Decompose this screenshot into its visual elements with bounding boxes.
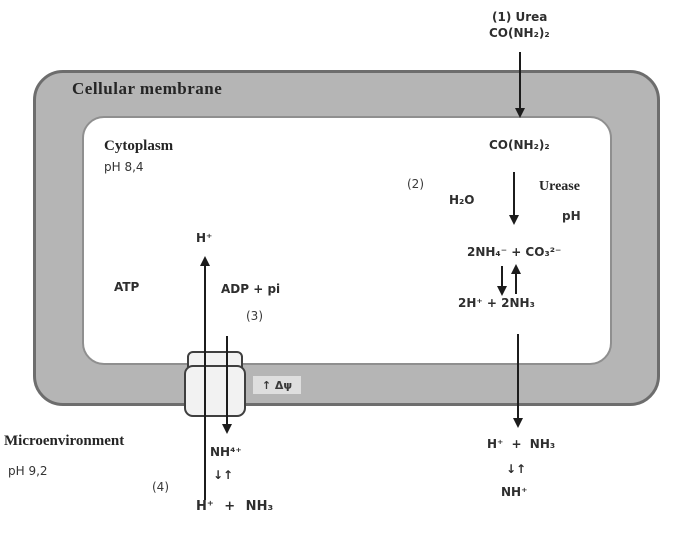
cytoplasm-label: Cytoplasm [104, 138, 174, 154]
cellular-membrane-label: Cellular membrane [72, 79, 223, 98]
step4-label: (4) [152, 480, 169, 494]
urea-step-label: (1) Urea [492, 10, 548, 24]
membrane-potential-badge: ↑ Δψ [253, 376, 301, 394]
urease-reaction-down-arrow-icon [509, 215, 519, 225]
urea-entry-arrow-shaft [519, 52, 521, 110]
urea-entry-down-arrow-icon [515, 108, 525, 118]
exchange-arrows-left-icon: ↓↑ [213, 468, 234, 482]
atp-label: ATP [114, 280, 140, 294]
ammonium-left-formula: NH⁴⁺ [210, 445, 242, 459]
proton-label: H⁺ [196, 231, 213, 245]
step3-label: (3) [246, 309, 263, 323]
equilibrium-down-arrow-shaft [501, 266, 503, 288]
proton-pump-up-arrow-icon [200, 256, 210, 266]
urease-reaction-arrow-shaft [513, 172, 515, 217]
acid-base-left-formula: H⁺ + NH₃ [196, 499, 274, 514]
equilibrium-up-arrow-icon [511, 264, 521, 274]
microenvironment-label: Microenvironment [4, 433, 125, 449]
hydrolysis-products-formula: 2NH₄⁻ + CO₃²⁻ [467, 245, 562, 259]
cytoplasm-shape [82, 116, 612, 365]
urease-label: Urease [539, 179, 580, 194]
proton-pump-arrow-shaft [204, 264, 206, 500]
dissociation-products-formula: 2H⁺ + 2NH₃ [458, 296, 535, 310]
urea-inside-formula: CO(NH₂)₂ [489, 138, 550, 152]
cytoplasm-ph-label: pH 8,4 [104, 160, 144, 174]
ammonia-efflux-down-arrow-icon [513, 418, 523, 428]
transporter-export-down-arrow-icon [222, 424, 232, 434]
step2-label: (2) [407, 177, 424, 191]
urease-ph-label: pH [562, 209, 581, 223]
urea-formula-label: CO(NH₂)₂ [489, 26, 550, 40]
equilibrium-down-arrow-icon [497, 286, 507, 296]
transporter-export-arrow-shaft [226, 336, 228, 426]
membrane-transporter-body [184, 365, 246, 417]
adp-pi-label: ADP + pi [221, 282, 281, 296]
equilibrium-up-arrow-shaft [515, 273, 517, 294]
water-formula: H₂O [449, 193, 475, 207]
exchange-arrows-right-icon: ↓↑ [506, 462, 527, 476]
ammonium-right-formula: NH⁺ [501, 485, 528, 499]
ammonia-efflux-arrow-shaft [517, 334, 519, 420]
products-right-formula: H⁺ + NH₃ [487, 437, 556, 451]
microenvironment-ph-label: pH 9,2 [8, 464, 48, 478]
